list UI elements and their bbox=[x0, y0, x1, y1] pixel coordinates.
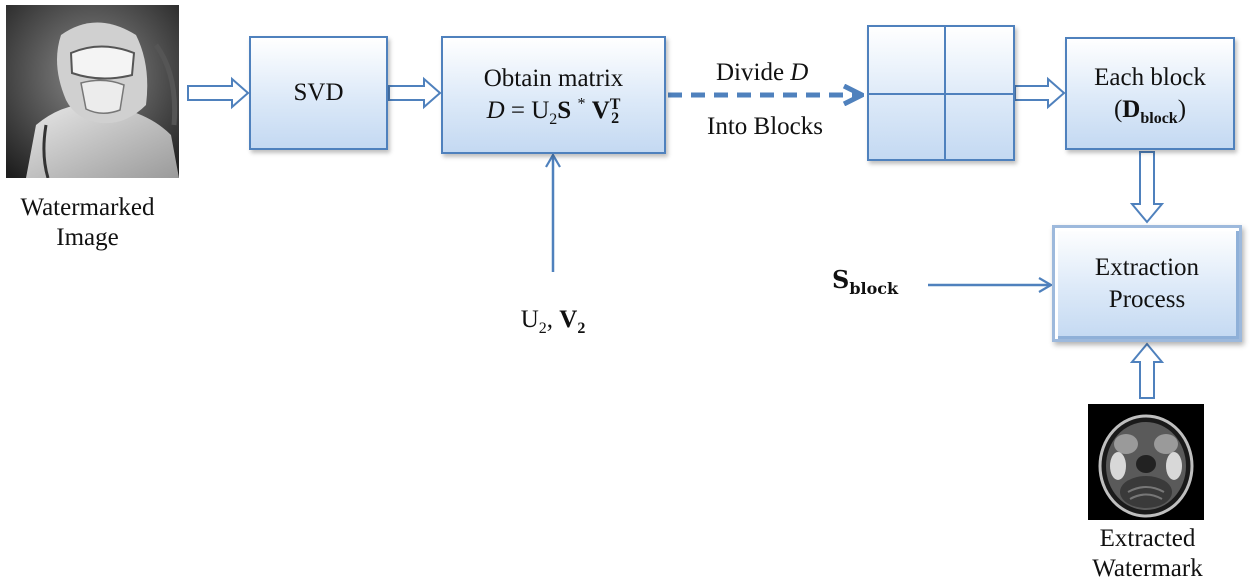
extracted-watermark-label-line2: Watermark bbox=[1092, 555, 1203, 582]
watermarked-image-label: Watermarked Image bbox=[0, 193, 175, 253]
extracted-watermark-label-line1: Extracted bbox=[1099, 525, 1196, 552]
extraction-line1: Extraction bbox=[1094, 253, 1200, 281]
divide-label-line2: Into Blocks bbox=[707, 113, 823, 140]
hollow-arrow-watermark-to-extraction bbox=[1129, 342, 1165, 399]
s-block-sub: block bbox=[849, 279, 899, 298]
extraction-process-box: Extraction Process bbox=[1052, 225, 1242, 342]
divide-var: D bbox=[790, 59, 809, 86]
each-block-box: Each block (Dblock) bbox=[1065, 37, 1235, 150]
extracted-watermark-image bbox=[1088, 404, 1204, 520]
eq-u-sub: 2 bbox=[549, 111, 558, 128]
watermarked-image bbox=[6, 5, 179, 178]
eq-equals-u: = U bbox=[504, 97, 550, 124]
each-block-line1: Each block bbox=[1094, 63, 1206, 91]
blocks-grid-horizontal-divider bbox=[869, 93, 1013, 95]
svd-box: SVD bbox=[249, 36, 388, 150]
uv-comma: , bbox=[546, 306, 560, 333]
s-block-label: Sblock bbox=[832, 265, 922, 298]
hollow-arrow-blocks-to-each bbox=[1014, 76, 1066, 110]
each-block-paren-close: ) bbox=[1177, 95, 1187, 123]
each-block-sub: block bbox=[1140, 109, 1178, 127]
extracted-watermark-label: Extracted Watermark bbox=[1070, 524, 1225, 584]
eq-s: S bbox=[557, 97, 572, 124]
eq-v-sub: 2 bbox=[611, 110, 620, 128]
eq-v-sup: T bbox=[609, 96, 621, 114]
divide-label-line1: Divide D bbox=[690, 58, 850, 88]
eq-star: * bbox=[577, 95, 586, 113]
svd-box-label: SVD bbox=[293, 79, 344, 106]
uv-u-sub: 2 bbox=[538, 320, 547, 337]
divide-label: Divide D Into Blocks bbox=[690, 58, 850, 142]
hollow-arrow-image-to-svd bbox=[187, 76, 250, 110]
s-block-s: S bbox=[832, 265, 850, 294]
extraction-line2: Process bbox=[1108, 285, 1186, 313]
each-block-paren-open: ( bbox=[1113, 95, 1123, 123]
watermarked-image-label-line2: Image bbox=[56, 224, 119, 251]
hollow-arrow-svd-to-obtain bbox=[388, 76, 442, 110]
divide-text: Divide bbox=[716, 59, 791, 86]
uv-input-label: U2, V2 bbox=[488, 305, 618, 337]
uv-v: V bbox=[559, 306, 578, 333]
eq-v: V bbox=[591, 97, 610, 124]
blocks-grid bbox=[867, 25, 1015, 161]
uv-v-sub: 2 bbox=[577, 320, 586, 337]
uv-u: U bbox=[520, 306, 539, 333]
each-block-line2: (Dblock) bbox=[1113, 94, 1187, 127]
hollow-arrow-each-to-extraction bbox=[1129, 151, 1165, 224]
watermarked-image-label-line1: Watermarked bbox=[20, 194, 155, 221]
obtain-matrix-title: Obtain matrix bbox=[483, 65, 624, 92]
each-block-d: D bbox=[1122, 95, 1141, 123]
eq-d: D bbox=[486, 97, 505, 124]
